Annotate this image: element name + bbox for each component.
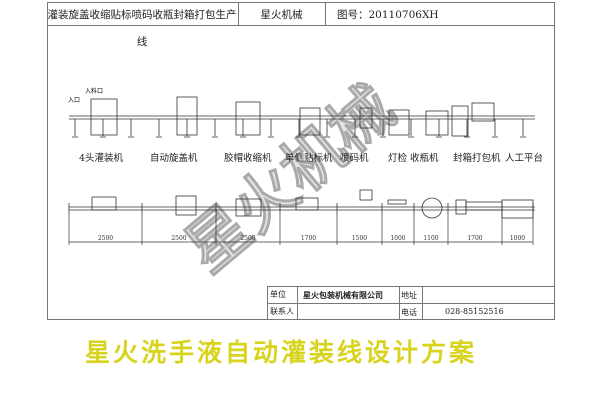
machine-plan [359,189,373,201]
feed-label: 入料口 [85,87,103,95]
dimension-value: 1500 [352,235,367,242]
dimension-value: 1700 [301,235,316,242]
inlet-label: 入口 [68,97,80,104]
machine-elevation [451,105,469,137]
drawing-number: 图号：20110706XH [337,9,439,21]
company-short: 星火机械 [260,9,303,21]
machine-label: 封箱打包机 [453,153,501,164]
machine-elevation [425,110,449,136]
dimension-value: 1100 [423,235,438,242]
machine-plan [465,201,503,211]
phone-value: 028-85152516 [445,307,504,316]
machine-elevation [388,109,410,136]
machine-elevation [471,102,495,122]
line-name: 灌装旋盖收缩贴标喷码收瓶封箱打包生产线 [47,9,237,48]
dimension-value: 2500 [171,235,186,242]
machine-elevation [359,107,373,129]
machine-plan [387,199,407,205]
dimension-value: 1000 [390,235,405,242]
machine-label: 收瓶机 [410,153,439,164]
divider [238,2,239,25]
unit-value: 星火包装机械有限公司 [303,290,383,300]
dimension-line: 2500 2500 2500 1700 1500 1000 1100 1700 1000 [68,214,534,245]
unit-label: 单位 [270,290,286,299]
drawing-header: 灌装旋盖收缩贴标喷码收瓶封箱打包生产线 星火机械 图号：20110706XH [47,2,555,48]
machine-label: 人工平台 [505,153,544,164]
machine-elevation [235,101,261,136]
machine-label: 单侧贴标机 [285,153,333,164]
machine-label: 喷码机 [340,153,369,164]
contact-label: 联系人 [270,307,294,316]
dimension-value: 1700 [467,235,482,242]
machine-plan [501,199,534,219]
machine-plan [91,196,117,211]
dimension-value: 2500 [98,235,113,242]
machine-label: 胶帽收缩机 [224,153,272,164]
machine-plan [235,198,262,217]
machine-label: 自动旋盖机 [150,153,198,164]
phone-label: 电话 [401,308,417,317]
dimension-value: 1000 [510,235,525,242]
plan-view [68,189,535,219]
machine-plan [295,197,319,211]
footer-title: 星火洗手液自动灌装线设计方案 [85,338,478,367]
machine-elevation [90,98,118,136]
turntable [421,197,443,219]
dimension-value: 2500 [240,235,255,242]
machine-label: 灯检 [388,153,408,164]
address-label: 地址 [401,291,417,300]
elevation-view [69,96,535,138]
divider [325,2,326,25]
machine-elevation [299,107,321,136]
machine-plan [175,195,197,216]
machine-label: 4头灌装机 [79,153,124,164]
